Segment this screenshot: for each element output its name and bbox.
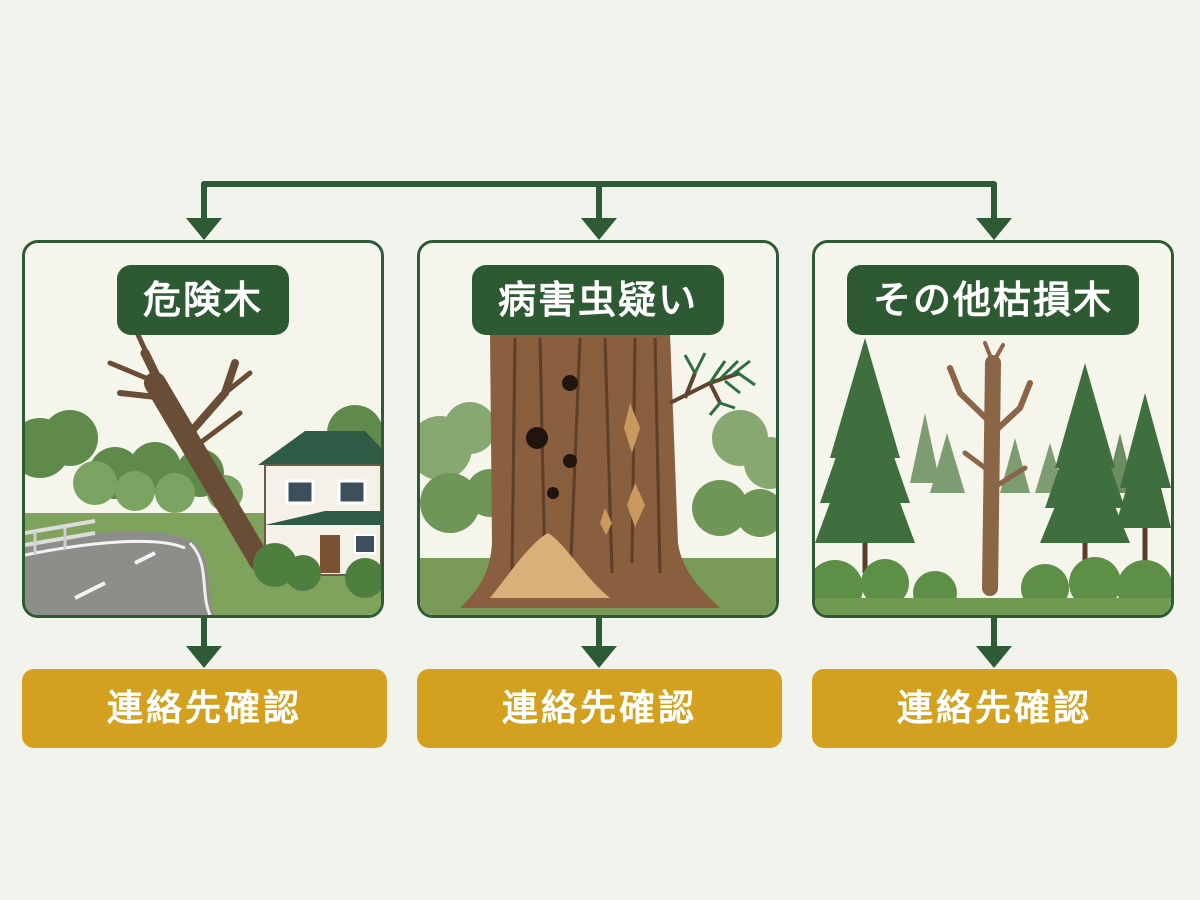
arrowhead-top-3 [976, 218, 1012, 240]
leaning-tree-near-house-icon [25, 243, 381, 615]
category-label: 危険木 [116, 265, 290, 335]
bored-tree-trunk-icon [420, 243, 776, 615]
arrowhead-down-1 [186, 646, 222, 668]
action-button-contact-check-2[interactable]: 連絡先確認 [417, 669, 782, 748]
arrowhead-down-2 [581, 646, 617, 668]
arrowhead-down-3 [976, 646, 1012, 668]
category-label: その他枯損木 [846, 265, 1140, 335]
action-button-contact-check-3[interactable]: 連絡先確認 [812, 669, 1177, 748]
arrowhead-top-2 [581, 218, 617, 240]
category-label: 病害虫疑い [471, 265, 725, 335]
action-button-contact-check-1[interactable]: 連絡先確認 [22, 669, 387, 748]
arrowhead-top-1 [186, 218, 222, 240]
category-card-pest-suspicion[interactable]: 病害虫疑い [417, 240, 779, 618]
category-card-other-dead-tree[interactable]: その他枯損木 [812, 240, 1174, 618]
category-card-hazard-tree[interactable]: 危険木 [22, 240, 384, 618]
